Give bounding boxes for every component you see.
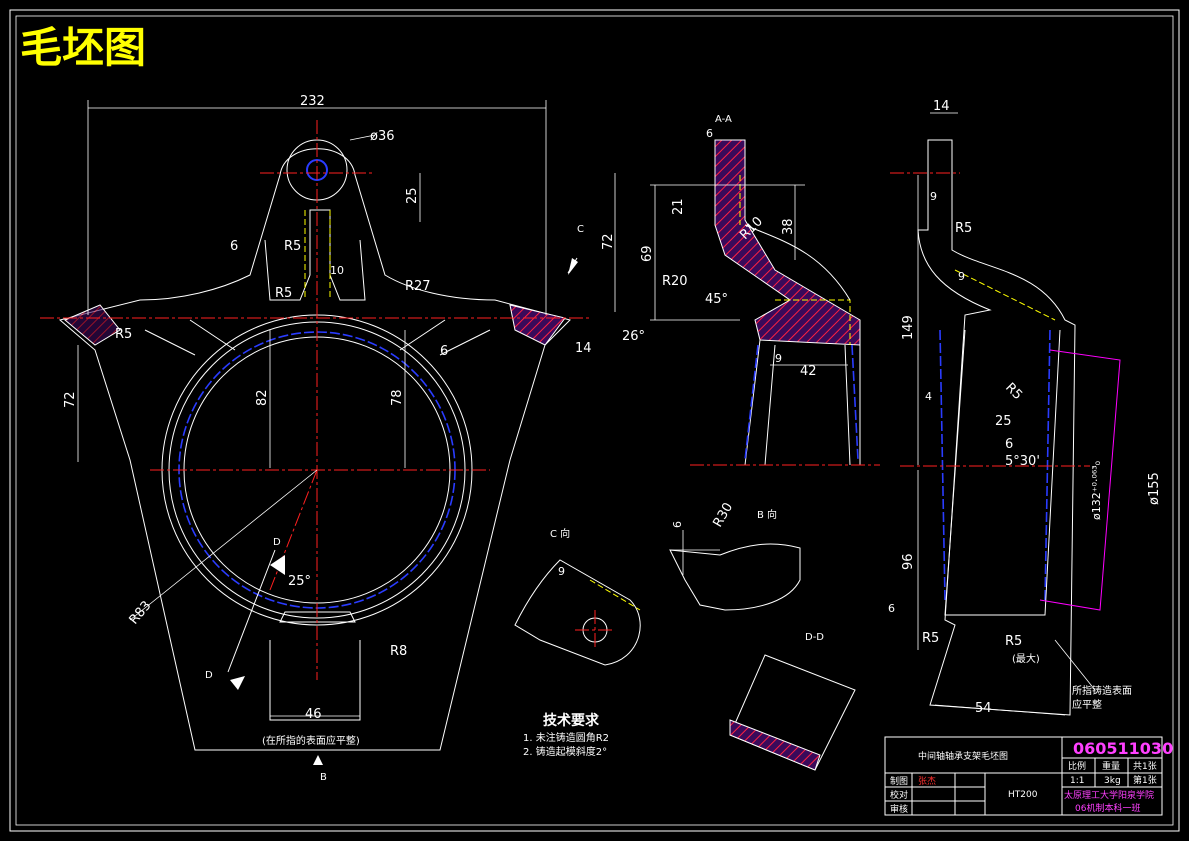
dim-14: 14: [575, 341, 592, 356]
dim-r83: R83: [127, 598, 155, 627]
dim-232: 232: [300, 94, 325, 109]
view-b-dim-r30: R30: [710, 500, 736, 530]
view-c-label: C 向: [550, 527, 570, 540]
side-dim-54: 54: [975, 701, 992, 716]
side-dim-d155: ø155: [1147, 472, 1162, 505]
dim-r27: R27: [405, 279, 431, 294]
side-dim-4: 4: [925, 390, 932, 403]
view-b: [669, 530, 801, 611]
arrow-b-label: B: [320, 772, 327, 783]
tb-code: 060511030: [1073, 739, 1173, 758]
arrow-d1-label: D: [273, 537, 281, 548]
view-b-dim-6: 6: [671, 521, 684, 528]
tb-v-weight: 3kg: [1104, 776, 1121, 786]
side-dim-max: (最大): [1012, 652, 1040, 665]
tb-material: HT200: [1008, 790, 1038, 800]
dim-26deg: 26°: [622, 329, 645, 344]
side-dim-14: 14: [933, 99, 950, 114]
tech-req-item-2: 2. 铸造起模斜度2°: [523, 745, 607, 758]
side-dim-5deg30: 5°30': [1005, 454, 1040, 469]
side-dim-149: 149: [901, 315, 916, 340]
sheet-title: 毛坯图: [20, 23, 146, 72]
tb-h-weight: 重量: [1102, 760, 1120, 772]
tb-role-checker: 校对: [890, 789, 908, 801]
side-dim-25: 25: [995, 414, 1012, 429]
tb-v-sheet: 第1张: [1133, 774, 1157, 786]
aa-dim-42: 42: [800, 364, 817, 379]
dim-r8: R8: [390, 644, 407, 659]
dim-hole-d36: ø36: [370, 129, 395, 144]
view-c-dim: 9: [558, 565, 565, 578]
outer-border: [9, 9, 1180, 832]
title-block: [884, 736, 1163, 816]
tb-h-sheets: 共1张: [1133, 761, 1157, 772]
dim-r5-left: R5: [115, 327, 132, 342]
dim-r5-mid: R5: [275, 286, 292, 301]
dim-82: 82: [255, 389, 270, 406]
aa-dim-45deg: 45°: [705, 292, 728, 307]
side-dim-96: 96: [901, 553, 916, 570]
tech-req-item-1: 1. 未注铸造圆角R2: [523, 731, 609, 744]
side-dim-r5-mid: R5: [1002, 380, 1025, 403]
dim-46: 46: [305, 707, 322, 722]
dim-6-right: 6: [440, 344, 448, 359]
side-dim-9: 9: [930, 190, 937, 203]
section-dd: [729, 654, 856, 771]
tb-class: 06机制本科一班: [1075, 802, 1140, 814]
view-c: [514, 559, 641, 666]
side-view: [890, 112, 1121, 716]
side-dim-r5-bl: R5: [922, 631, 939, 646]
tech-req-heading: 技术要求: [543, 712, 600, 729]
aa-dim-6: 6: [706, 127, 713, 140]
side-dim-6b: 6: [888, 602, 895, 615]
dim-10: 10: [330, 264, 344, 277]
side-dim-9b: 9: [958, 270, 965, 283]
aa-dim-38: 38: [781, 218, 796, 235]
aa-dim-r20: R20: [662, 274, 688, 289]
side-dim-r5-br: R5: [1005, 634, 1022, 649]
dim-78: 78: [390, 389, 405, 406]
aa-dim-21: 21: [671, 198, 686, 215]
arrow-c-label: C: [577, 224, 584, 235]
dim-25: 25: [405, 187, 420, 204]
inner-border: [15, 15, 1174, 826]
section-aa-label: A-A: [715, 114, 732, 125]
tb-name: 中间轴轴承支架毛坯图: [918, 750, 1008, 762]
tb-role-approver: 审核: [890, 803, 908, 815]
dim-72-right: 72: [601, 233, 616, 250]
aa-dim-69: 69: [640, 245, 655, 262]
arrow-d2-label: D: [205, 670, 213, 681]
tb-school: 太原理工大学阳泉学院: [1064, 789, 1154, 801]
side-dim-d132: ø132⁺⁰·⁰⁶³₀: [1090, 460, 1103, 520]
main-view: [40, 100, 616, 765]
dim-6-left: 6: [230, 239, 238, 254]
side-note-line1: 所指铸造表面: [1072, 684, 1132, 697]
aa-dim-9: 9: [775, 352, 782, 365]
dim-r5-top: R5: [284, 239, 301, 254]
main-view-note: (在所指的表面应平整): [262, 734, 360, 747]
tb-role-drawer: 制图: [890, 775, 908, 787]
tb-v-scale: 1:1: [1070, 776, 1084, 786]
side-note-line2: 应平整: [1072, 698, 1102, 711]
section-aa: [650, 139, 880, 466]
tb-h-scale: 比例: [1068, 760, 1086, 772]
view-b-label: B 向: [757, 508, 777, 521]
tb-drawer-name: 张杰: [918, 775, 936, 787]
section-dd-label: D-D: [805, 632, 824, 643]
dim-72-left: 72: [63, 391, 78, 408]
dim-25deg: 25°: [288, 574, 311, 589]
side-dim-r5-top: R5: [955, 221, 972, 236]
side-dim-6: 6: [1005, 437, 1013, 452]
